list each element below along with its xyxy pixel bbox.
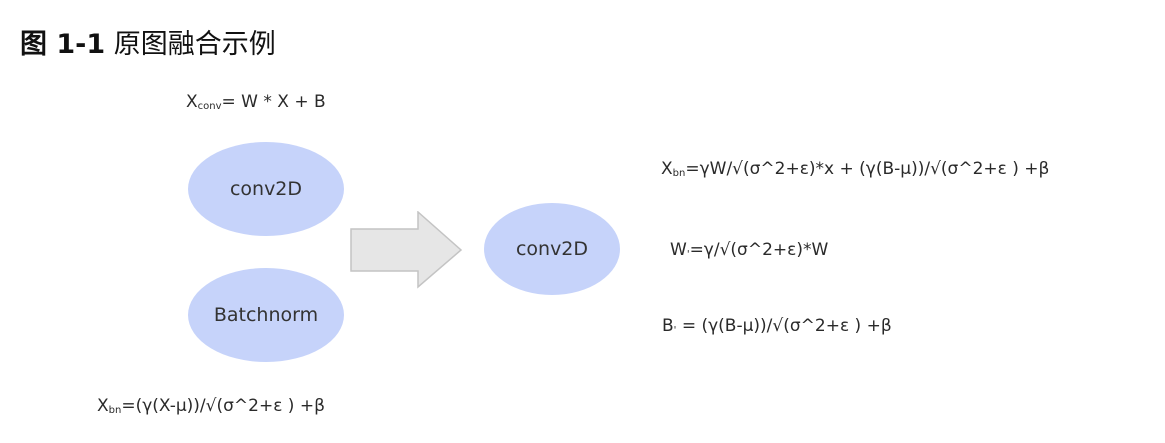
fused-w-var: W bbox=[670, 240, 687, 260]
conv-formula-var: X bbox=[186, 92, 198, 112]
conv-formula-sub: conv bbox=[197, 101, 222, 112]
fused-xbn-sub: bn bbox=[672, 168, 686, 179]
bn-formula-var: X bbox=[97, 396, 109, 416]
figure-caption: 原图融合示例 bbox=[113, 29, 276, 60]
fused-b-expr: = (γ(B-μ))/√(σ^2+ε ) +β bbox=[676, 316, 892, 336]
bn-formula: Xbn=(γ(X-μ))/√(σ^2+ε ) +β bbox=[97, 398, 325, 416]
right-arrow-icon bbox=[350, 211, 463, 289]
conv-formula: Xconv= W * X + B bbox=[186, 94, 326, 112]
fused-b-var: B bbox=[662, 316, 674, 336]
batchnorm-node-label: Batchnorm bbox=[213, 304, 319, 326]
batchnorm-node: Batchnorm bbox=[188, 268, 344, 362]
fused-xbn-var: X bbox=[661, 159, 673, 179]
fused-w-expr: =γ/√(σ^2+ε)*W bbox=[689, 240, 829, 260]
fused-w-sub: ' bbox=[686, 249, 690, 260]
figure-number: 图 1-1 bbox=[20, 29, 106, 60]
bn-formula-sub: bn bbox=[108, 405, 122, 416]
bn-formula-expr: =(γ(X-μ))/√(σ^2+ε ) +β bbox=[121, 396, 325, 416]
fused-conv2d-node-label: conv2D bbox=[515, 238, 589, 260]
fused-xbn-formula: Xbn=γW/√(σ^2+ε)*x + (γ(B-μ))/√(σ^2+ε ) +… bbox=[661, 161, 1049, 179]
conv2d-node-label: conv2D bbox=[229, 178, 303, 200]
figure-title: 图 1-1 原图融合示例 bbox=[20, 22, 276, 61]
conv2d-node: conv2D bbox=[188, 142, 344, 236]
fused-w-formula: W'=γ/√(σ^2+ε)*W bbox=[670, 242, 828, 260]
fused-xbn-expr: =γW/√(σ^2+ε)*x + (γ(B-μ))/√(σ^2+ε ) +β bbox=[685, 159, 1050, 179]
conv-formula-expr: = W * X + B bbox=[221, 92, 326, 112]
fused-conv2d-node: conv2D bbox=[484, 203, 620, 295]
fused-b-sub: ' bbox=[673, 325, 677, 336]
fused-b-formula: B' = (γ(B-μ))/√(σ^2+ε ) +β bbox=[662, 318, 892, 336]
